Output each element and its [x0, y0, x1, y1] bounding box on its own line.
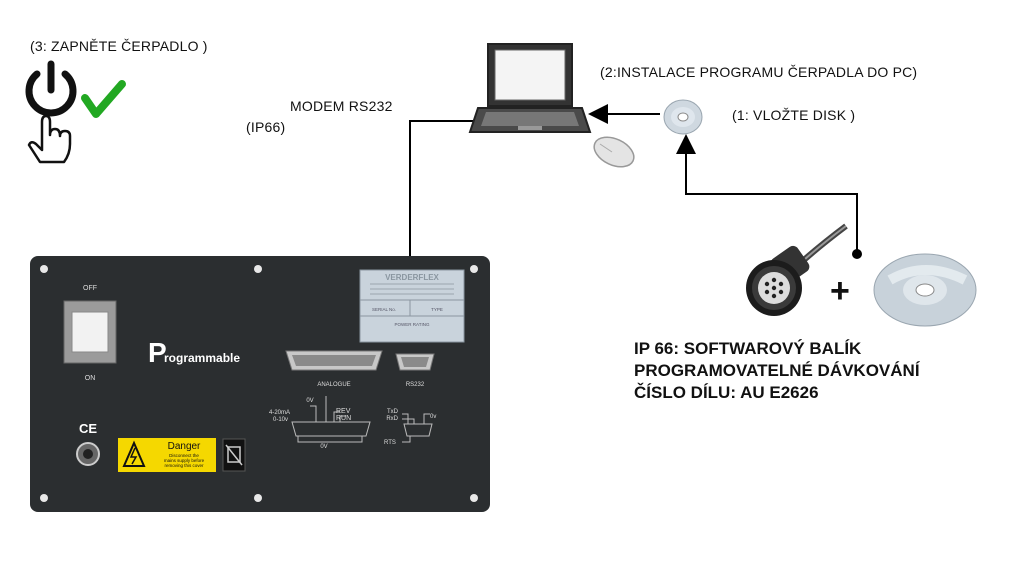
io-0v-bottom: 0V [320, 444, 327, 450]
connector-icon [746, 223, 848, 316]
analogue-label: ANALOGUE [317, 382, 350, 388]
switch-on-label: ON [85, 375, 96, 382]
plate-serial: SERIAL No. [372, 307, 396, 312]
package-line1: IP 66: SOFTWAROVÝ BALÍK [634, 339, 862, 358]
switch-off-label: OFF [83, 285, 97, 292]
io-420: 4-20mA [269, 410, 290, 416]
analogue-pinout [291, 396, 371, 443]
laptop-icon [468, 43, 592, 133]
rs232-pinout [402, 413, 433, 443]
io-0v-right: 0v [430, 414, 436, 420]
step1-label: (1: VLOŽTE DISK ) [732, 107, 856, 123]
cd-icon [873, 253, 977, 327]
plate-power: POWER RATING [395, 322, 430, 327]
power-switch[interactable] [63, 300, 117, 364]
step3-label: (3: ZAPNĚTE ČERPADLO ) [30, 38, 208, 54]
weee-bin-icon [222, 438, 246, 472]
brand-name: rogrammable [164, 351, 240, 365]
plate-brand: VERDERFLEX [385, 273, 439, 282]
package-line3: ČÍSLO DÍLU: AU E2626 [634, 383, 819, 402]
rating-plate [359, 269, 465, 343]
brand-initial: P [148, 337, 167, 368]
danger-text-2: mains supply before [164, 458, 205, 463]
io-0v-top: 0V [306, 398, 313, 404]
step2-label: (2:INSTALACE PROGRAMU ČERPADLA DO PC) [600, 64, 918, 80]
io-txd: TxD [387, 409, 399, 415]
io-run: RUN [336, 415, 351, 422]
cd-icon[interactable] [661, 97, 705, 137]
io-rev: REV [336, 408, 351, 415]
danger-text-3: removing this cover [164, 463, 204, 468]
danger-label [118, 438, 216, 472]
mouse-icon[interactable] [590, 132, 638, 172]
danger-title: Danger [168, 441, 201, 452]
control-panel: OFF ON P rogrammable ANALOGUE RS232 CE D… [30, 256, 490, 512]
io-rxd: RxD [386, 416, 398, 422]
package-line2: PROGRAMOVATELNÉ DÁVKOVÁNÍ [634, 361, 920, 380]
plate-type: TYPE [431, 307, 443, 312]
plus-sign: + [830, 272, 850, 310]
checkmark-icon [81, 80, 126, 118]
modem-rating: (IP66) [246, 119, 286, 135]
socket-icon [76, 442, 100, 466]
modem-title: MODEM RS232 [290, 98, 393, 114]
ce-mark: CE [79, 421, 97, 436]
rs232-port[interactable] [395, 353, 435, 371]
danger-text-1: Disconnect the [169, 453, 199, 458]
rs232-label: RS232 [406, 382, 425, 388]
hand-pointer-icon [27, 114, 72, 164]
power-icon[interactable] [25, 60, 77, 117]
analogue-port[interactable] [285, 350, 383, 371]
io-010: 0-10v [273, 417, 288, 423]
io-rts: RTS [384, 440, 396, 446]
